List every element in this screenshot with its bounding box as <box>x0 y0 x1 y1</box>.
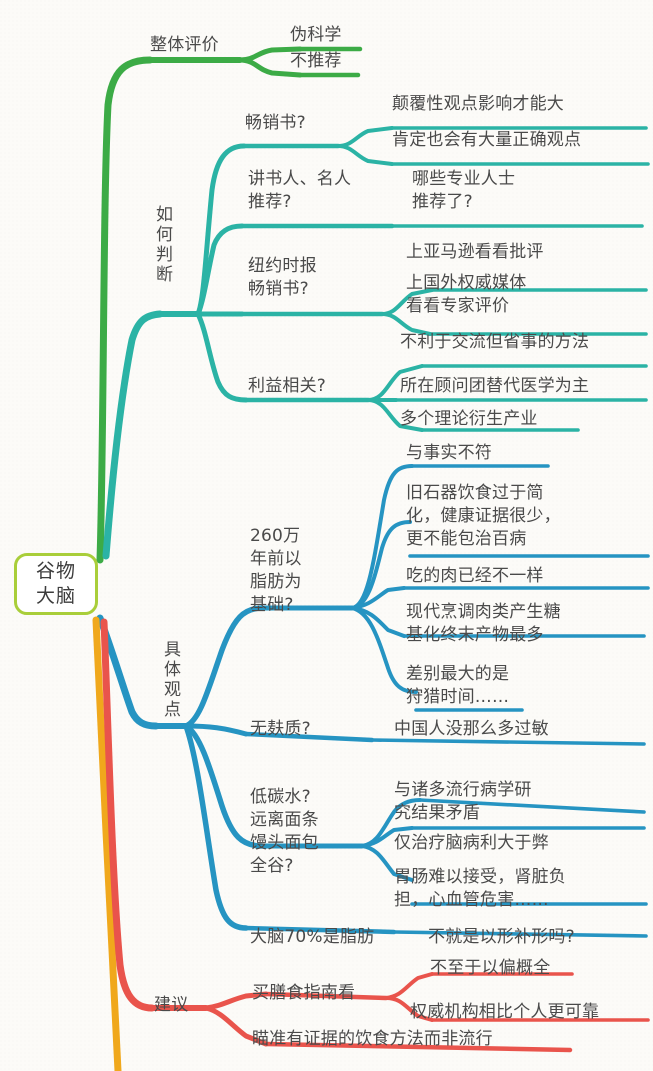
node-label-brain-70pct-fat[interactable]: 大脑70%是脂肪 <box>250 927 375 947</box>
branch-advice-lines <box>100 618 650 1053</box>
node-label-conflict-of-interest[interactable]: 利益相关? <box>248 376 327 396</box>
node-label-buy-dietary-guidelines[interactable]: 买膳食指南看 <box>252 983 356 1003</box>
leaf-label-not-generalize[interactable]: 不至于以偏概全 <box>430 958 551 978</box>
branch-orange-stray-line <box>92 616 122 1071</box>
leaf-label-subversive-impact[interactable]: 颠覆性观点影响才能大 <box>392 94 564 114</box>
node-label-nyt-bestseller[interactable]: 纽约时报 畅销书? <box>248 256 317 299</box>
leaf-label-gi-kidney-cardio-harm[interactable]: 胃肠难以接受，肾脏负 担，心血管危害…… <box>394 867 566 910</box>
leaf-label-advisory-altmed[interactable]: 所在顾问团替代医学为主 <box>400 376 590 396</box>
center-node-line1: 谷物 <box>35 560 76 582</box>
leaf-label-contradicts-epidemiology[interactable]: 与诸多流行病学研 究结果矛盾 <box>394 780 532 823</box>
leaf-label-foreign-media-experts[interactable]: 上国外权威媒体 看看专家评价 <box>406 273 527 316</box>
leaf-label-not-recommended[interactable]: 不推荐 <box>290 51 342 71</box>
node-label-low-carb[interactable]: 低碳水? 远离面条 馒头面包 全谷? <box>250 787 319 876</box>
leaf-label-hunting-time-difference[interactable]: 差别最大的是 狩猎时间…… <box>406 664 510 707</box>
leaf-label-pseudoscience[interactable]: 伪科学 <box>290 25 342 45</box>
node-label-evidence-based-diet[interactable]: 瞄准有证据的饮食方法而非流行 <box>252 1029 493 1049</box>
leaf-label-authority-more-reliable[interactable]: 权威机构相比个人更可靠 <box>410 1002 600 1022</box>
leaf-label-chinese-less-allergy[interactable]: 中国人没那么多过敏 <box>394 719 549 739</box>
center-node-line2: 大脑 <box>35 585 76 607</box>
leaf-label-contrary-to-facts[interactable]: 与事实不符 <box>406 443 492 463</box>
node-label-specific-views[interactable]: 具体观点 <box>160 640 180 720</box>
leaf-label-which-professionals[interactable]: 哪些专业人士 推荐了? <box>412 169 516 212</box>
node-label-advice[interactable]: 建议 <box>154 995 189 1015</box>
node-label-bestseller[interactable]: 畅销书? <box>245 113 306 133</box>
node-label-overall[interactable]: 整体评价 <box>150 35 219 55</box>
leaf-label-convenient-method[interactable]: 不利于交流但省事的方法 <box>400 332 590 352</box>
leaf-label-paleo-oversimplified[interactable]: 旧石器饮食过于简 化，健康证据很少， 更不能包治百病 <box>406 483 561 549</box>
node-label-speaker-celebrity-rec[interactable]: 讲书人、名人 推荐? <box>248 169 352 212</box>
leaf-label-amazon-criticism[interactable]: 上亚马逊看看批评 <box>406 242 544 262</box>
branch-specific-views-lines <box>96 464 650 938</box>
branch-how-to-judge-lines <box>102 126 650 560</box>
leaf-label-many-correct-views[interactable]: 肯定也会有大量正确观点 <box>392 130 582 150</box>
leaf-label-meat-is-different[interactable]: 吃的肉已经不一样 <box>406 566 544 586</box>
leaf-label-derived-industries[interactable]: 多个理论衍生产业 <box>400 409 538 429</box>
center-node[interactable]: 谷物 大脑 <box>14 553 98 615</box>
leaf-label-modern-cooking-ages[interactable]: 现代烹调肉类产生糖 基化终末产物最多 <box>406 602 561 645</box>
node-label-260wan-fat-based[interactable]: 260万 年前以 脂肪为 基础? <box>250 526 302 615</box>
branch-overall-lines <box>96 46 363 564</box>
leaf-label-only-brain-disease-benefit[interactable]: 仅治疗脑病利大于弊 <box>394 833 549 853</box>
leaf-label-like-cures-like[interactable]: 不就是以形补形吗? <box>428 927 575 947</box>
node-label-how-to-judge[interactable]: 如何判断 <box>152 205 172 285</box>
node-label-gluten-free[interactable]: 无麸质? <box>250 719 311 739</box>
